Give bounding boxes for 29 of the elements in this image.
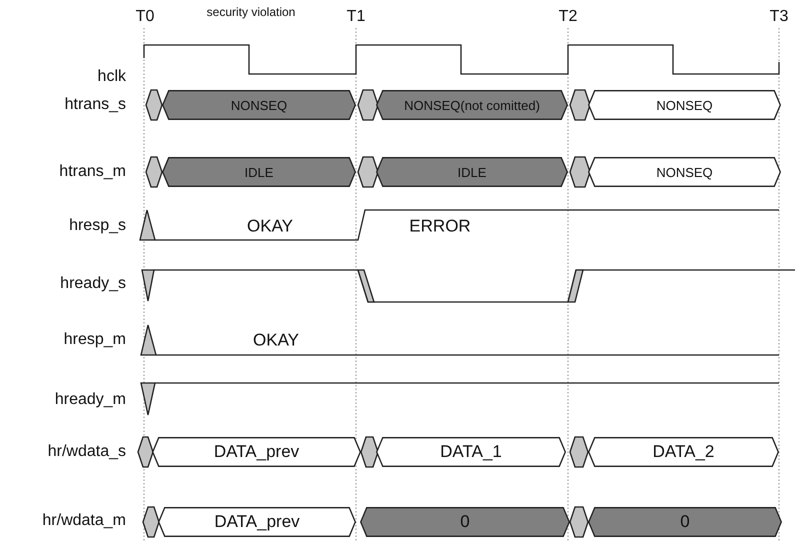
signal-name: hclk (98, 69, 126, 85)
bus-value-segment: IDLE (162, 157, 356, 187)
time-marker-label: T1 (346, 9, 366, 25)
bus-value-segment: DATA_prev (152, 437, 361, 467)
signal-value: ERROR (409, 218, 471, 234)
signal-name: hready_s (60, 276, 126, 292)
bus-value-segment: DATA_prev (158, 507, 356, 537)
bus-value-segment: DATA_1 (376, 437, 566, 467)
signal-name: htrans_m (59, 164, 126, 180)
signal-name: htrans_s (64, 97, 126, 113)
signal-name: hr/wdata_s (48, 444, 126, 460)
time-marker-label: T2 (558, 9, 578, 25)
bus-value-segment: NONSEQ(not comitted) (376, 90, 568, 120)
time-marker-label: T3 (770, 9, 788, 25)
bus-value-segment: NONSEQ (588, 157, 781, 187)
bus-value-segment: NONSEQ (588, 90, 781, 120)
signal-name: hresp_m (64, 332, 126, 348)
signal-name: hready_m (54, 392, 126, 408)
bus-value-segment: DATA_2 (588, 437, 779, 467)
signal-value: OKAY (247, 218, 293, 234)
signal-name: hresp_s (69, 218, 126, 234)
bus-value-segment: NONSEQ (162, 90, 356, 120)
annotation-text: security violation (206, 6, 296, 18)
bus-value-segment: IDLE (376, 157, 568, 187)
signal-name: hr/wdata_m (42, 513, 126, 529)
bus-value-segment: 0 (360, 507, 570, 537)
signal-value: OKAY (253, 332, 299, 348)
bus-value-segment: 0 (588, 507, 782, 537)
time-marker-label: T0 (136, 9, 154, 25)
